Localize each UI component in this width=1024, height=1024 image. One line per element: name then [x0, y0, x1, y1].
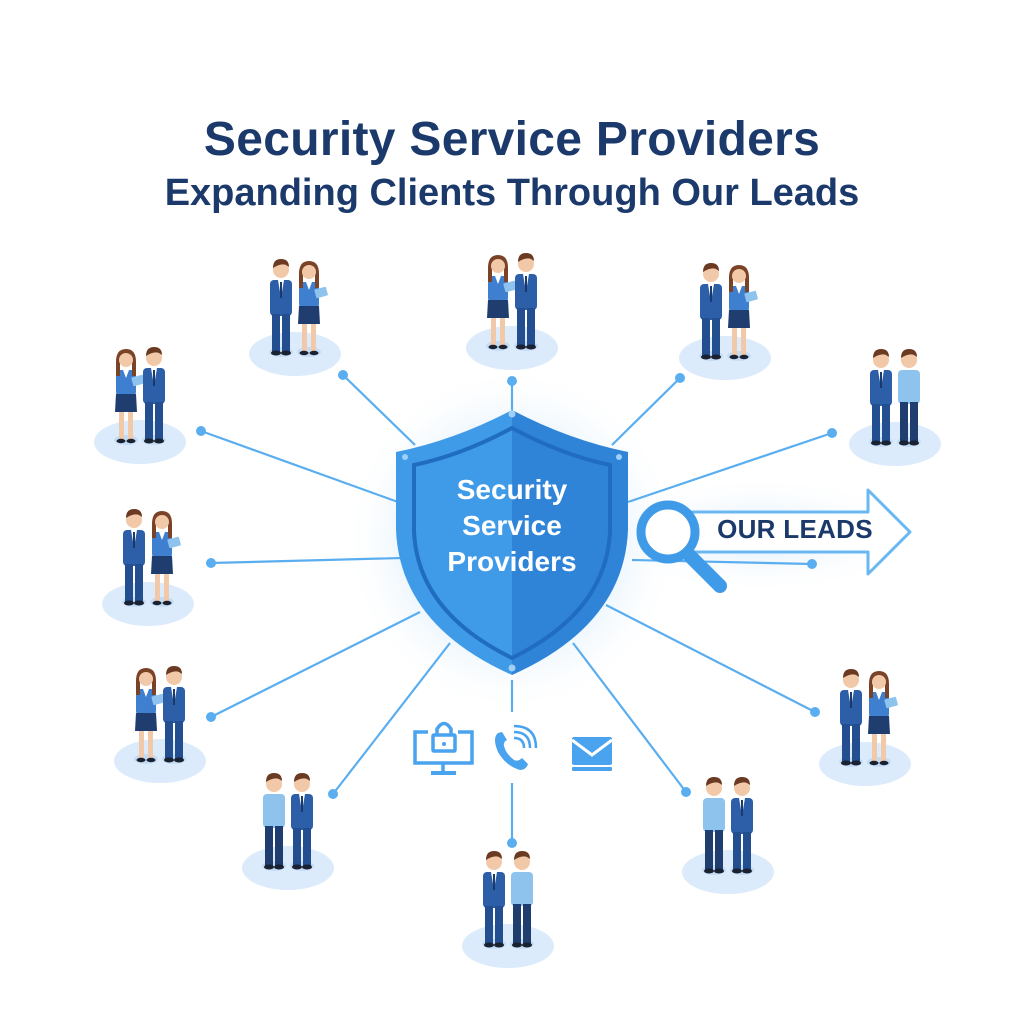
page-title: Security Service Providers — [203, 113, 821, 166]
shield-icon — [396, 410, 628, 675]
shield-label-line-1: Security — [456, 474, 568, 505]
client-group-right-upper — [849, 349, 941, 466]
client-group-top-center — [466, 253, 558, 370]
shield-label-line-2: Service — [462, 510, 562, 541]
shield-label-line-3: Providers — [447, 546, 577, 577]
client-group-left-middle — [102, 509, 194, 626]
leads-arrow — [668, 488, 912, 576]
our-leads-label: OUR LEADS — [717, 514, 873, 544]
client-group-right-lower — [819, 669, 911, 786]
client-group-top-left — [249, 259, 341, 376]
client-group-bottom-right — [682, 777, 774, 894]
client-group-left-upper — [94, 347, 186, 464]
monitor-lock-icon — [413, 721, 474, 775]
client-group-bottom-left — [242, 773, 334, 890]
client-group-top-right — [679, 263, 771, 380]
phone-icon — [495, 724, 538, 770]
client-group-left-lower — [114, 666, 206, 783]
page-subtitle: Expanding Clients Through Our Leads — [164, 172, 860, 214]
client-group-bottom-center — [462, 851, 554, 968]
connector-dots — [196, 370, 837, 848]
magnifier-icon — [636, 500, 727, 593]
envelope-icon — [571, 737, 613, 771]
connector-lines — [200, 374, 833, 843]
shield-label: Security Service Providers — [412, 472, 612, 580]
